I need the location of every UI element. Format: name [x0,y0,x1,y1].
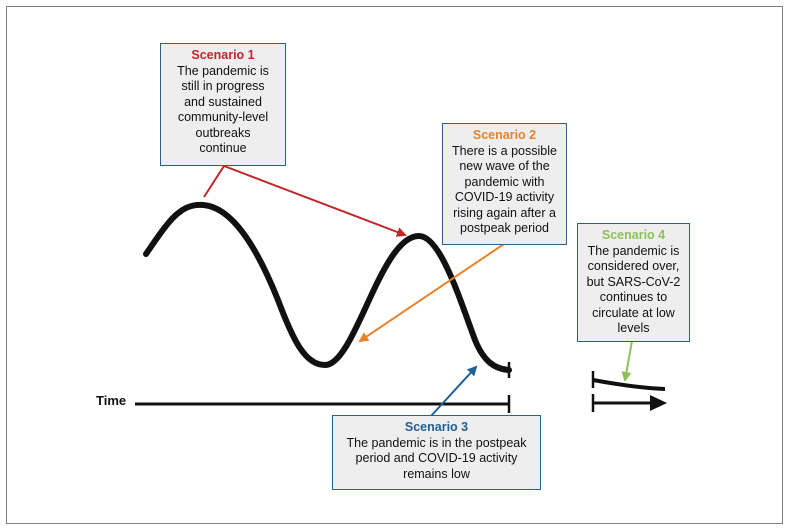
continuation-axis-arrowhead [650,395,667,411]
epidemic-curve [143,201,512,373]
scenario-4-box: Scenario 4 The pandemic is considered ov… [577,223,690,342]
scenario-2-title: Scenario 2 [472,128,537,142]
scenario-4-arrow [621,340,633,382]
scenario-1-box: Scenario 1 The pandemic is still in prog… [160,43,286,166]
scenario-4-text: The pandemic is considered over, but SAR… [586,243,681,336]
scenario-3-arrow [430,365,478,417]
scenario-2-text: There is a possible new wave of the pand… [452,143,557,236]
figure-frame [6,6,783,524]
scenario-1-title: Scenario 1 [191,48,255,62]
continuation-curve [592,378,666,391]
scenario-1-text: The pandemic is still in progress and su… [177,63,269,156]
scenario-3-title: Scenario 3 [404,420,469,434]
scenario-1-connector [203,164,407,237]
scenario-3-box: Scenario 3 The pandemic is in the postpe… [332,415,541,490]
scenario-2-box: Scenario 2 There is a possible new wave … [442,123,567,245]
scenario-3-text: The pandemic is in the postpeak period a… [346,435,527,481]
time-axis-label: Time [96,393,127,408]
scenario-4-title: Scenario 4 [601,228,666,242]
scenario-2-arrow [358,243,505,343]
